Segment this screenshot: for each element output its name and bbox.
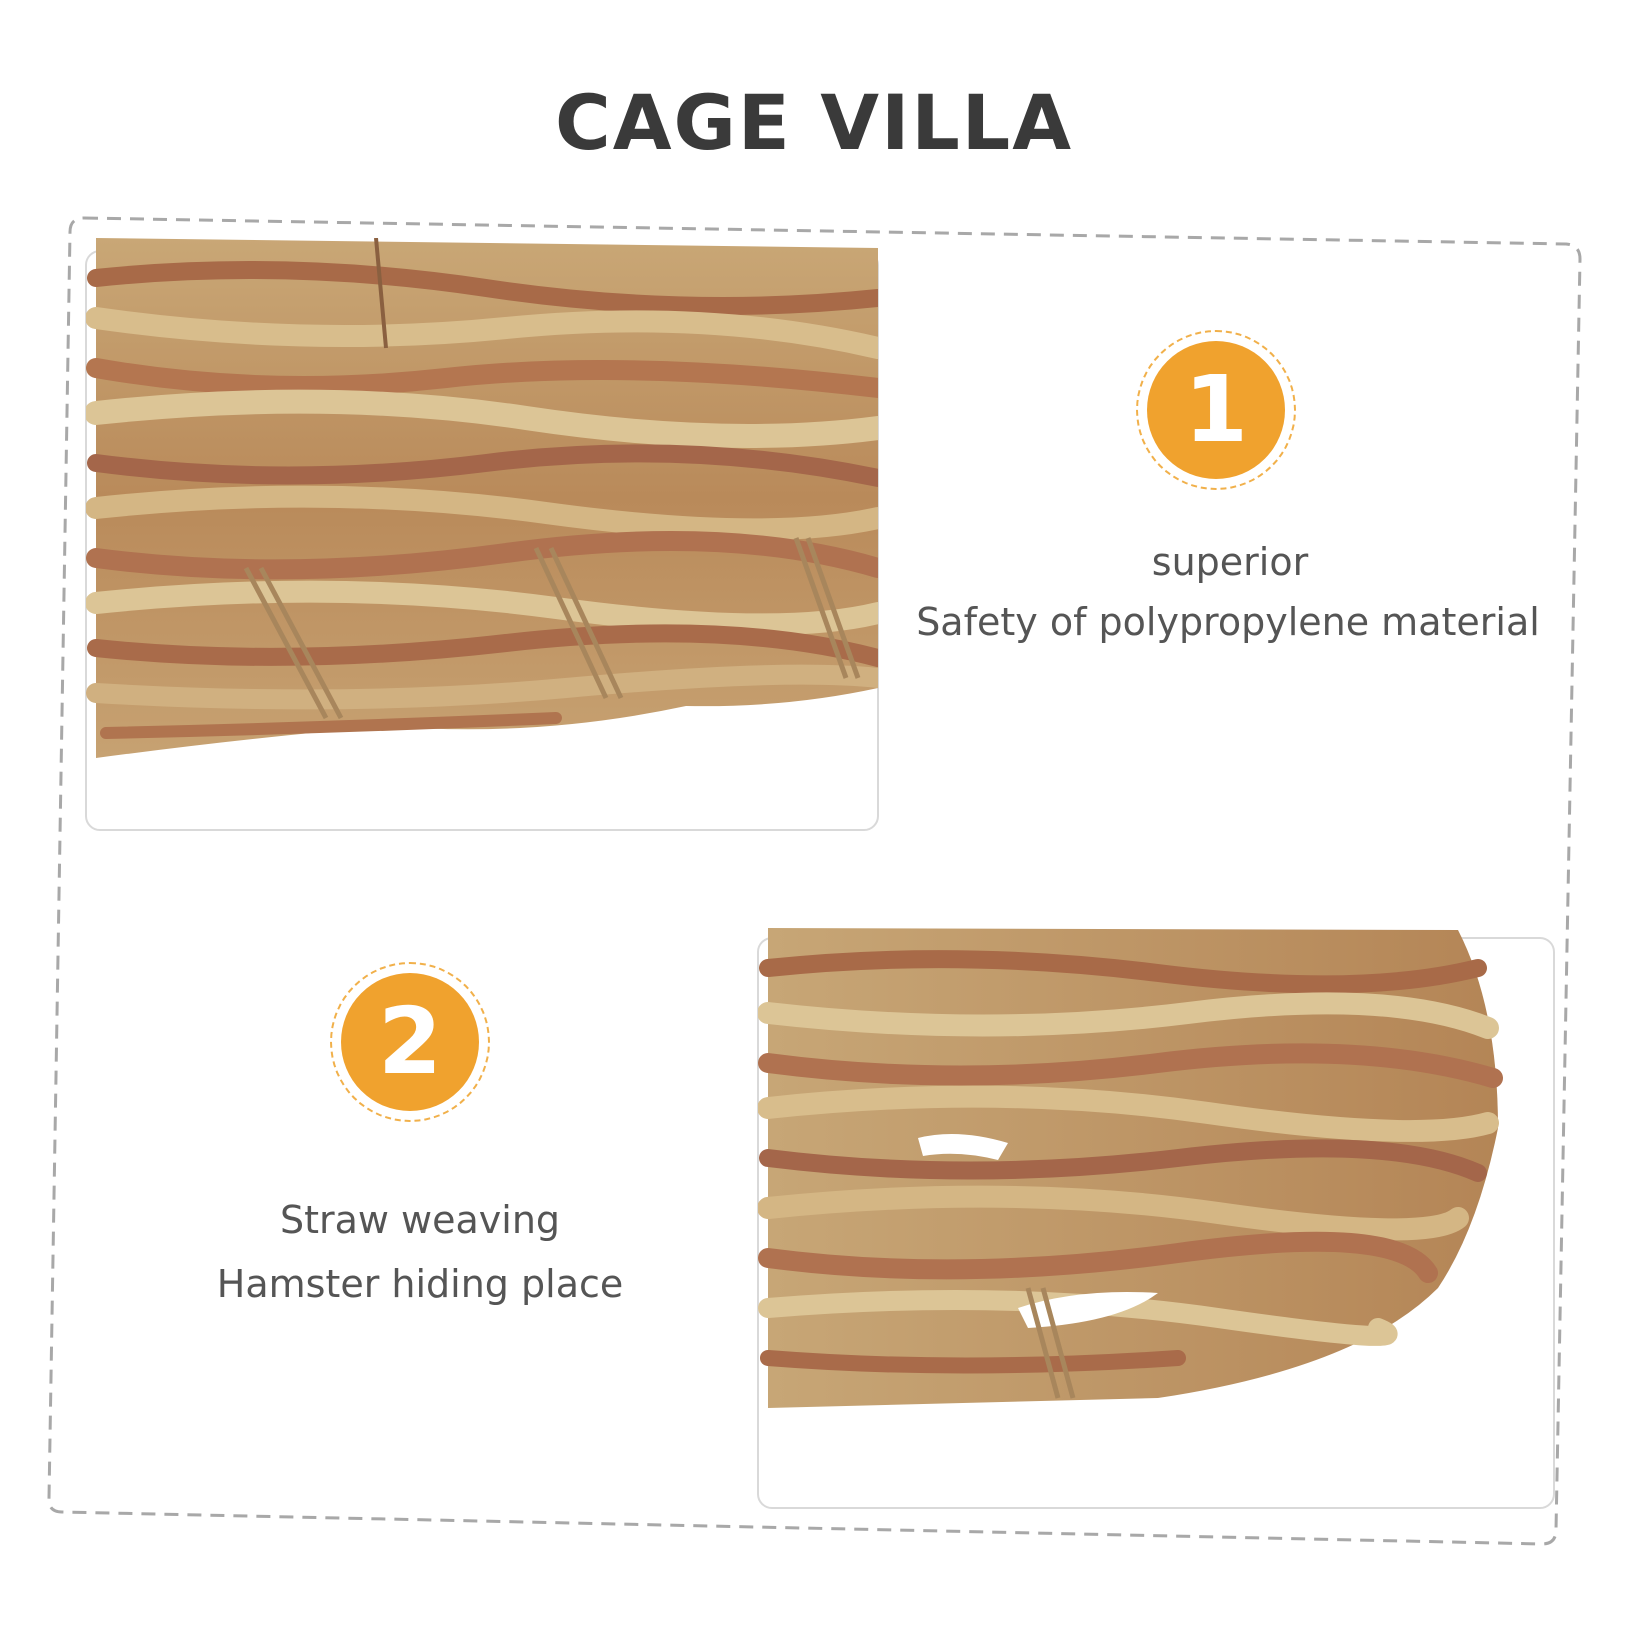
straw-weave-photo-bottom xyxy=(758,928,1554,1508)
feature-1-line-2: Safety of polypropylene material xyxy=(916,600,1540,644)
feature-2-badge: 2 xyxy=(330,962,490,1122)
feature-2-number: 2 xyxy=(341,973,479,1111)
feature-1-number: 1 xyxy=(1147,341,1285,479)
straw-weave-photo-top xyxy=(86,238,878,830)
page-title: CAGE VILLA xyxy=(554,78,1074,167)
feature-2-line-2: Hamster hiding place xyxy=(216,1262,624,1306)
feature-1-line-1: superior xyxy=(1151,540,1309,584)
feature-1-badge: 1 xyxy=(1136,330,1296,490)
feature-2-line-1: Straw weaving xyxy=(279,1198,561,1242)
